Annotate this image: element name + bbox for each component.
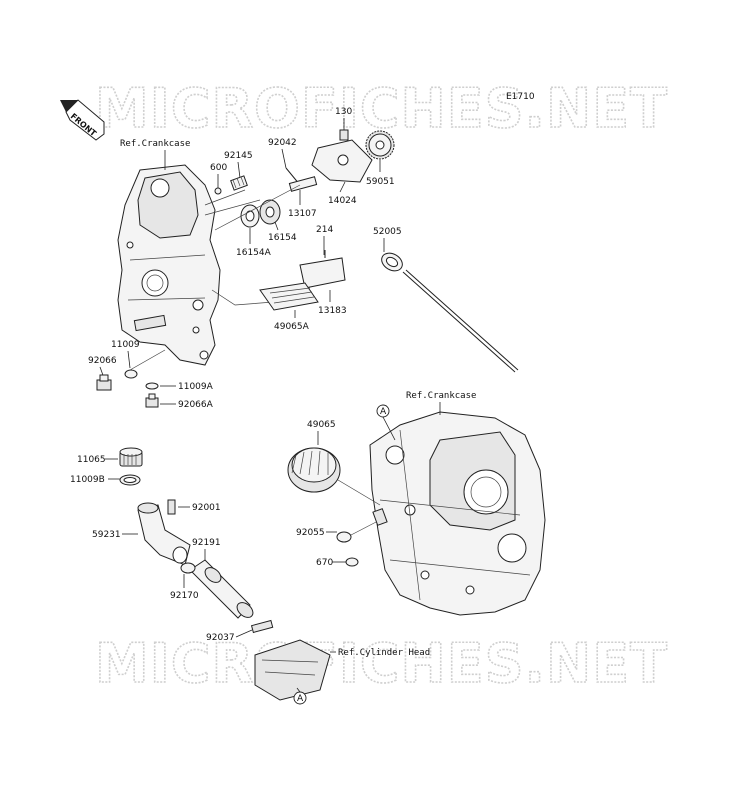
filler-cap-11065 (119, 447, 143, 467)
shaft-13107 (288, 176, 318, 192)
hose-92191 (189, 559, 254, 619)
part-670: 670 (316, 558, 333, 568)
crankcase-right (369, 411, 546, 616)
fitting-92055 (372, 508, 388, 526)
part-92042: 92042 (268, 138, 297, 148)
oring-92055 (336, 531, 352, 543)
plate-14024 (311, 139, 373, 183)
rotor-16154 (240, 199, 281, 228)
oil-filter-49065 (287, 447, 341, 493)
svg-text:A: A (380, 407, 387, 417)
part-11009A: 11009A (178, 382, 214, 392)
cylinder-head-part (254, 639, 331, 701)
clamp-92037 (250, 619, 274, 634)
plug-92066A (145, 393, 159, 408)
part-92001: 92001 (192, 503, 221, 513)
ref-crankcase-top: Ref.Crankcase (120, 139, 190, 149)
plug-92066 (96, 374, 112, 391)
dipstick-52005 (381, 252, 519, 373)
part-92037: 92037 (206, 633, 235, 643)
bolt-92001 (167, 499, 176, 515)
part-92191: 92191 (192, 538, 221, 548)
part-13183: 13183 (318, 306, 347, 316)
part-214: 214 (316, 225, 333, 235)
part-92066: 92066 (88, 356, 117, 366)
clamp-92170 (180, 562, 196, 574)
spring-92145 (230, 175, 248, 191)
part-11009B: 11009B (70, 475, 105, 485)
gear-59051 (365, 130, 395, 160)
part-92055: 92055 (296, 528, 325, 538)
part-49065: 49065 (307, 420, 336, 430)
washer-11009A (145, 382, 159, 390)
part-14024: 14024 (328, 196, 357, 206)
screen-49065A (259, 282, 319, 311)
part-92170: 92170 (170, 591, 199, 601)
ref-crankcase-right: Ref.Crankcase (406, 391, 476, 401)
callout-a-top: A (376, 404, 390, 418)
ref-cylinder-head: Ref.Cylinder Head (338, 648, 430, 658)
ball-600 (214, 187, 222, 195)
diagram-code: E1710 (506, 92, 535, 102)
part-92066A: 92066A (178, 400, 214, 410)
part-130: 130 (335, 107, 352, 117)
part-16154: 16154 (268, 233, 297, 243)
part-16154A: 16154A (236, 248, 272, 258)
washer-11009 (124, 369, 138, 379)
part-59231: 59231 (92, 530, 121, 540)
oring-670 (345, 557, 359, 567)
part-11009: 11009 (111, 340, 140, 350)
part-59051: 59051 (366, 177, 395, 187)
part-600: 600 (210, 163, 227, 173)
part-92145: 92145 (224, 151, 253, 161)
bolt-130 (339, 129, 349, 141)
part-49065A: 49065A (274, 322, 310, 332)
part-13107: 13107 (288, 209, 317, 219)
svg-text:A: A (297, 694, 304, 704)
crankcase-cover-left (117, 164, 221, 366)
filler-pipe-59231 (137, 502, 191, 566)
part-52005: 52005 (373, 227, 402, 237)
part-11065: 11065 (77, 455, 106, 465)
watermark-bottom: MICROFICHES.NET (95, 632, 668, 695)
plate-13183 (299, 250, 346, 289)
watermark-top: MICROFICHES.NET (95, 77, 668, 140)
callout-a-bottom: A (293, 691, 307, 705)
